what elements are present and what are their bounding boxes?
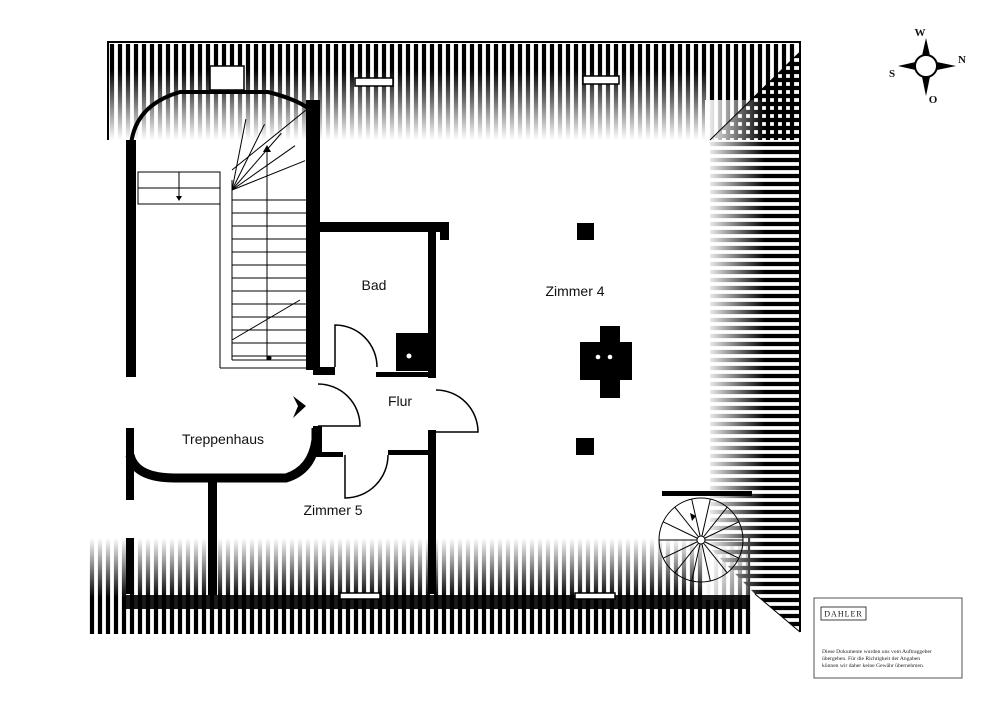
shaft-box <box>396 333 430 371</box>
room-label-flur: Flur <box>388 393 412 409</box>
spiral-tread <box>662 521 702 541</box>
spiral-tread <box>700 539 711 582</box>
compass-south: S <box>889 68 895 80</box>
spiral-tread <box>691 539 702 582</box>
stair-winder <box>231 118 247 191</box>
roof-outline <box>107 41 801 633</box>
stair-stringer <box>231 109 307 171</box>
legend-disclaimer-line: Diese Dokumente wurden uns vom Auftragge… <box>822 648 932 655</box>
column-bottom <box>576 438 594 455</box>
staircase <box>219 109 307 369</box>
spiral-tread <box>691 498 702 541</box>
entry-arrow-icon <box>293 396 306 418</box>
compass-west: W <box>915 27 926 39</box>
stair-winder <box>231 145 296 191</box>
bottom-windows <box>339 592 616 600</box>
room-label-bad: Bad <box>362 277 387 293</box>
spiral-tread <box>700 539 728 574</box>
column-top <box>577 223 594 240</box>
room-label-zimmer4: Zimmer 4 <box>545 283 604 299</box>
eave-wall <box>125 595 750 609</box>
compass-rose-icon <box>898 38 956 96</box>
stairwell-upper-bend <box>129 90 315 146</box>
room-label-zimmer5: Zimmer 5 <box>303 502 362 518</box>
chimney <box>580 326 632 398</box>
compass-east: O <box>929 94 938 106</box>
stair-winder <box>231 132 282 191</box>
spiral-tread <box>674 539 702 574</box>
spiral-tread <box>700 521 740 541</box>
compass-north: N <box>958 54 966 66</box>
spiral-tread <box>700 539 740 559</box>
legend-disclaimer-line: können wir daher keine Gewähr übernehmen… <box>822 663 925 669</box>
room-label-treppenhaus: Treppenhaus <box>182 431 264 447</box>
spiral-tread <box>662 539 702 559</box>
spiral-tread <box>700 506 728 541</box>
legend-disclaimer-line: übergeben. Für die Richtigkeit der Angab… <box>822 656 920 662</box>
legend-box <box>813 597 963 679</box>
stair-winder <box>231 160 306 191</box>
interior-walls <box>208 222 449 595</box>
spiral-tread <box>700 498 711 541</box>
spiral-tread <box>674 506 702 541</box>
spiral-staircase <box>658 497 744 583</box>
doors <box>317 324 479 499</box>
legend-brand: DAHLER <box>824 610 862 619</box>
